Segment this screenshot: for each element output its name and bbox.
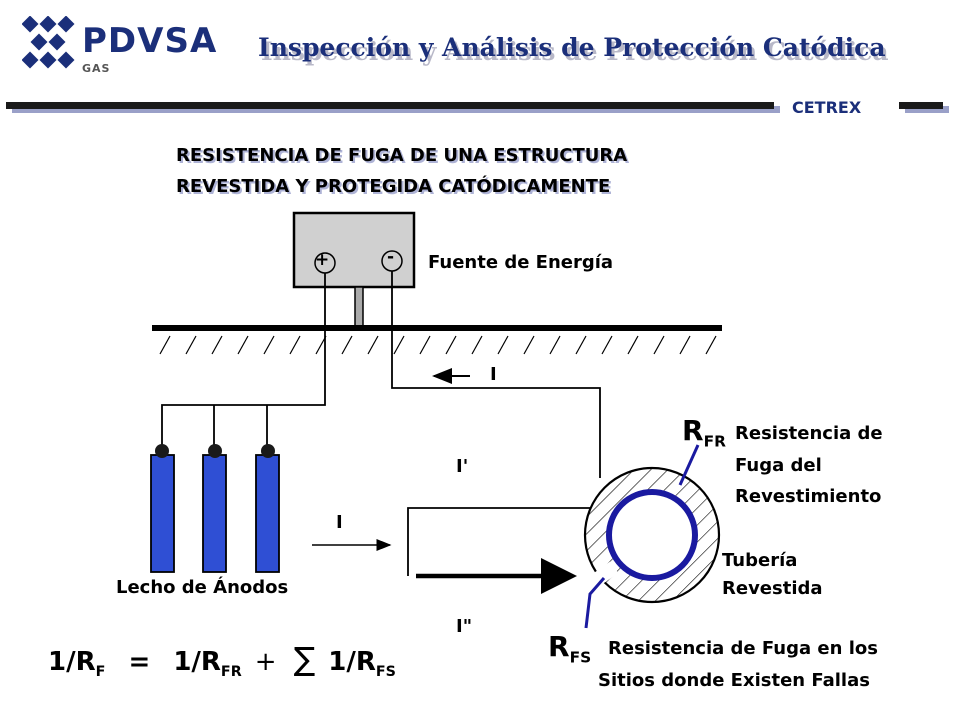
power-source-label: Fuente de Energía	[428, 252, 614, 273]
anode-3	[255, 454, 280, 573]
current-path-prime	[407, 507, 590, 576]
rfs-desc-2: Sitios donde Existen Fallas	[598, 670, 870, 691]
rfs-symbol: RFS	[548, 630, 592, 667]
current-label-prime: I'	[456, 456, 469, 477]
heading-line-1: RESISTENCIA DE FUGA DE UNA ESTRUCTURA	[176, 145, 628, 166]
pipe-wall	[606, 489, 698, 581]
anodes-label: Lecho de Ánodos	[116, 577, 289, 598]
brand-name: PDVSA	[82, 21, 218, 61]
anode-2	[202, 454, 227, 573]
rfr-symbol: RFR	[682, 414, 726, 451]
formula: 1/RF = 1/RFR + ∑ 1/RFS	[48, 640, 396, 681]
anode-1	[150, 454, 175, 573]
pdvsa-logo-icon	[22, 16, 75, 69]
current-label-top: I	[490, 364, 497, 385]
header-rule	[6, 102, 949, 113]
rfr-desc-3: Revestimiento	[735, 486, 882, 507]
rfr-desc-1: Resistencia de	[735, 423, 883, 444]
rfs-leader	[584, 577, 606, 629]
brand-subtitle: GAS	[82, 62, 111, 75]
page-title: Inspección y Análisis de Protección Cató…	[258, 33, 886, 62]
current-label-left: I	[336, 512, 343, 533]
plus-sign: +	[315, 250, 330, 270]
pipe-label-1: Tubería	[722, 550, 798, 571]
rfs-desc-1: Resistencia de Fuga en los	[608, 638, 878, 659]
power-source-box	[292, 211, 416, 289]
cetrex-tag: CETREX	[792, 98, 862, 117]
rfr-desc-2: Fuga del	[735, 455, 822, 476]
negative-wire	[391, 271, 601, 478]
pipe-label-2: Revestida	[722, 578, 823, 599]
current-label-double-prime: I"	[456, 616, 473, 637]
positive-wire	[161, 273, 326, 448]
minus-sign: -	[387, 247, 395, 267]
rfr-leader	[678, 444, 700, 486]
ground-hatch	[159, 335, 717, 355]
power-post	[354, 286, 364, 328]
heading-line-2: REVESTIDA Y PROTEGIDA CATÓDICAMENTE	[176, 176, 611, 197]
